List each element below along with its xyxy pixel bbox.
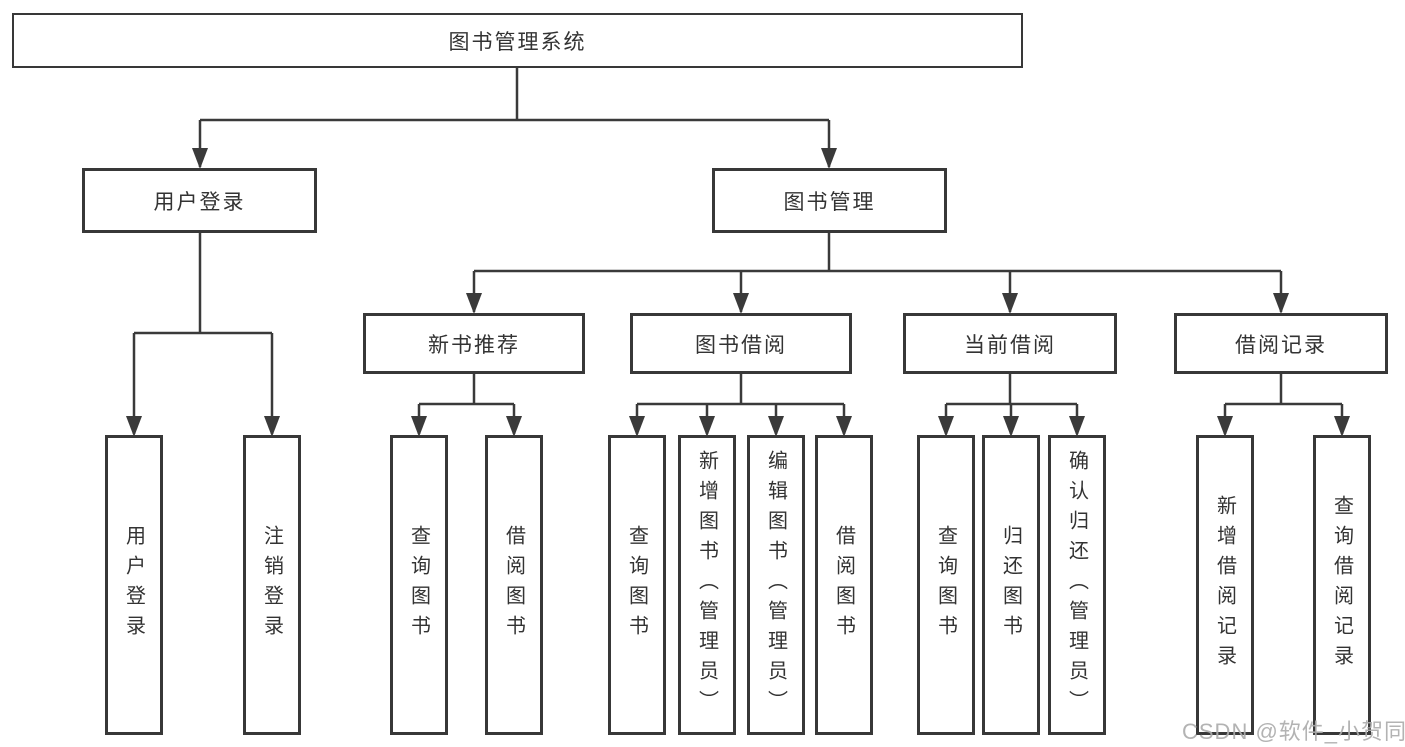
leaf-add-borrow-record-label: 新增借阅记录 (1213, 495, 1236, 675)
node-library-system-label: 图书管理系统 (448, 30, 587, 54)
leaf-borrowing-query-books: 查询图书 (608, 435, 666, 735)
node-user-login: 用户登录 (82, 168, 317, 233)
leaf-add-book-admin-label: 新增图书（管理员） (695, 450, 718, 720)
node-borrowing-records: 借阅记录 (1174, 313, 1388, 374)
leaf-add-borrow-record: 新增借阅记录 (1196, 435, 1254, 735)
node-borrowing-records-label: 借阅记录 (1235, 333, 1327, 357)
node-book-management-label: 图书管理 (783, 190, 876, 214)
leaf-borrowing-borrow-books-label: 借阅图书 (832, 525, 855, 645)
node-current-borrowing: 当前借阅 (903, 313, 1117, 374)
leaf-recommend-borrow-books: 借阅图书 (485, 435, 543, 735)
leaf-edit-book-admin-label: 编辑图书（管理员） (764, 450, 787, 720)
node-new-book-recommend-label: 新书推荐 (428, 333, 520, 357)
leaf-user-login-label: 用户登录 (122, 525, 145, 645)
leaf-logout: 注销登录 (243, 435, 301, 735)
node-user-login-label: 用户登录 (153, 190, 246, 214)
csdn-watermark: CSDN @软件_小贺同学 (1182, 719, 1405, 744)
node-book-management: 图书管理 (712, 168, 947, 233)
leaf-confirm-return-admin: 确认归还（管理员） (1048, 435, 1106, 735)
leaf-recommend-borrow-books-label: 借阅图书 (502, 525, 525, 645)
leaf-query-borrow-record-label: 查询借阅记录 (1330, 495, 1353, 675)
leaf-recommend-query-books-label: 查询图书 (407, 525, 430, 645)
leaf-edit-book-admin: 编辑图书（管理员） (747, 435, 805, 735)
leaf-current-query-books: 查询图书 (917, 435, 975, 735)
leaf-borrowing-borrow-books: 借阅图书 (815, 435, 873, 735)
leaf-borrowing-query-books-label: 查询图书 (625, 525, 648, 645)
leaf-add-book-admin: 新增图书（管理员） (678, 435, 736, 735)
node-new-book-recommend: 新书推荐 (363, 313, 585, 374)
leaf-return-book: 归还图书 (982, 435, 1040, 735)
node-current-borrowing-label: 当前借阅 (964, 333, 1056, 357)
leaf-recommend-query-books: 查询图书 (390, 435, 448, 735)
leaf-confirm-return-admin-label: 确认归还（管理员） (1065, 450, 1088, 720)
leaf-user-login: 用户登录 (105, 435, 163, 735)
leaf-logout-label: 注销登录 (260, 525, 283, 645)
node-book-borrowing: 图书借阅 (630, 313, 852, 374)
leaf-query-borrow-record: 查询借阅记录 (1313, 435, 1371, 735)
node-book-borrowing-label: 图书借阅 (695, 333, 787, 357)
leaf-return-book-label: 归还图书 (999, 525, 1022, 645)
node-library-system: 图书管理系统 (12, 13, 1023, 68)
leaf-current-query-books-label: 查询图书 (934, 525, 957, 645)
